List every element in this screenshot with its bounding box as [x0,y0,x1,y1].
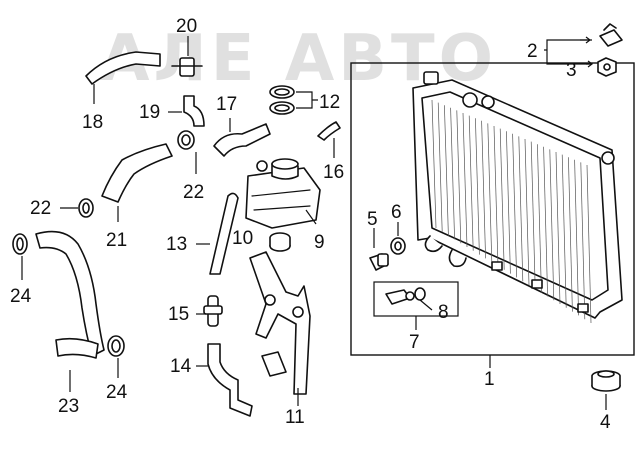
drain-cock [369,253,389,271]
radiator-fin [487,123,493,263]
callout-22-right: 22 [183,182,204,203]
sensor-o-ring [414,287,426,301]
callout-24-right: 24 [106,382,128,403]
water-pipe [317,121,341,141]
callout-6: 6 [391,202,402,223]
radiator-fin [481,120,486,259]
radiator-fin [444,105,449,236]
radiator-fin [437,102,443,232]
callout-1: 1 [484,369,495,390]
hose-clamp-lower-a [12,233,28,255]
radiator-fin [468,115,474,251]
callout-9: 9 [314,232,325,253]
callout-12: 12 [319,92,340,113]
radiator-fin [549,149,555,301]
callout-2: 2 [527,41,538,62]
callout-23: 23 [58,396,79,417]
drain-cock-o-ring [390,237,406,255]
reservoir-bracket [249,251,311,395]
heater-hose [85,51,161,85]
radiator-fin [506,131,511,274]
callout-5: 5 [367,209,378,230]
radiator-fin [543,146,548,297]
callout-15: 15 [168,304,189,325]
radiator-fin [561,154,567,308]
callout-21: 21 [106,230,127,251]
radiator-fin [530,141,536,289]
hose-clamp-upper-b [177,130,195,150]
radiator-fin [574,159,579,316]
hose-clamp-upper-a [78,198,94,218]
bypass-hose [207,343,253,417]
reservoir-grommet [269,232,291,252]
callout-3: 3 [566,60,577,81]
coolant-temp-sensor [385,289,415,305]
radiator-fin [555,151,561,305]
radiator-fin [512,133,517,278]
overflow-hose [209,192,239,275]
hose-clamp-lower-b [107,335,125,357]
callout-19: 19 [139,102,160,123]
callout-17: 17 [216,94,237,115]
radiator-lower-hose [35,230,105,357]
radiator-fin [586,164,592,324]
radiator-fin [580,162,586,320]
callout-22-left: 22 [30,198,51,219]
radiator-fin [456,110,462,244]
radiator-lower-hose-end [55,337,99,359]
callout-20: 20 [176,16,197,37]
radiator-mount-nut [597,57,617,77]
coolant-reservoir-tank [245,158,321,229]
radiator-fin [462,112,468,248]
callout-16: 16 [323,162,344,183]
heater-valve [171,57,203,77]
radiator-fin [431,99,437,229]
radiator-lower-cushion [591,370,621,392]
radiator-fin [475,118,480,255]
radiator [412,71,623,324]
callout-8: 8 [438,302,449,323]
radiator-fin [568,157,573,312]
hose-joint [203,295,223,327]
radiator-fin [518,136,524,282]
callout-10: 10 [232,228,253,249]
radiator-fin [537,144,542,293]
callout-18: 18 [82,112,103,133]
radiator-assembly-frame [350,62,635,356]
callout-4: 4 [600,412,611,433]
callout-11: 11 [285,407,305,428]
radiator-fin [524,138,530,286]
callout-7: 7 [409,332,420,353]
water-hose-upper [213,123,271,157]
radiator-fin [450,107,455,240]
water-hose-small [183,95,205,127]
hose-clamp-set [269,85,295,115]
radiator-fin [499,128,505,270]
callout-24-left: 24 [10,286,32,307]
callout-13: 13 [166,234,187,255]
radiator-mount-bracket [599,23,623,47]
callout-14: 14 [170,356,192,377]
radiator-fin [493,125,499,267]
radiator-upper-hose [101,143,173,203]
